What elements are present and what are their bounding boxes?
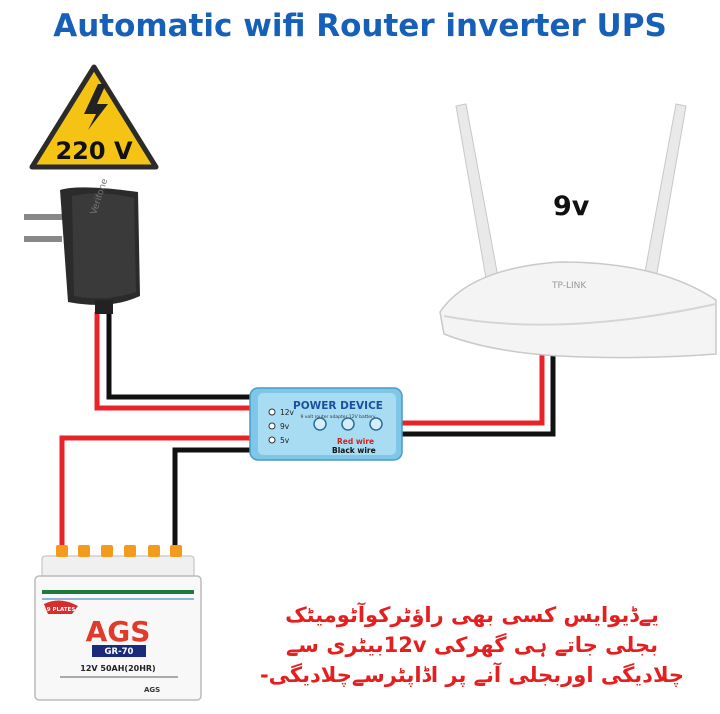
urdu-line: یےڈیوایس کسی بھی راؤٹرکوآٹومیٹک xyxy=(285,603,659,627)
router-red-wire xyxy=(400,348,545,426)
power-adapter-icon: Verifone xyxy=(24,177,140,314)
battery-model: GR-70 xyxy=(105,647,134,657)
wires xyxy=(59,312,556,552)
voltage-option-12v: 12v xyxy=(280,408,295,417)
router-brand-text: TP-LINK xyxy=(551,281,587,291)
router-black-wire xyxy=(400,348,556,437)
device-subtitle: 9 volt router adapter 12V battery xyxy=(300,414,375,420)
urdu-line: بجلی جاتے ہی گھرکی 12vبیٹری سے xyxy=(286,633,658,657)
device-black-wire-label: Black wire xyxy=(332,446,376,455)
battery-footer-logo: AGS xyxy=(144,686,160,694)
battery-brand: AGS xyxy=(86,615,151,648)
adapter-black-wire xyxy=(106,312,252,400)
button-icon xyxy=(313,417,327,431)
button-icon xyxy=(341,417,355,431)
power-device: POWER DEVICE 9 volt router adapter 12V b… xyxy=(249,387,403,461)
urdu-description: یےڈیوایس کسی بھی راؤٹرکوآٹومیٹک بجلی جات… xyxy=(232,600,712,690)
car-battery-icon: 9 PLATES AGS GR-70 12V 50AH(20HR) AGS xyxy=(34,545,202,701)
voltage-option-9v: 9v xyxy=(280,422,290,431)
battery-red-wire xyxy=(59,435,252,552)
battery-black-wire xyxy=(172,447,252,552)
warning-voltage-label: 220 V xyxy=(55,137,132,165)
urdu-line: چلادیگی اوربجلی آنے پر اڈاپٹرسےچلادیگی- xyxy=(259,663,685,687)
voltage-options: 12v 9v 5v xyxy=(268,408,295,445)
adapter-red-wire xyxy=(94,312,252,411)
page-title: Automatic wifi Router inverter UPS xyxy=(53,8,667,44)
device-title: POWER DEVICE xyxy=(293,400,383,412)
device-red-wire-label: Red wire xyxy=(337,437,374,446)
battery-terminal-caps xyxy=(56,545,182,557)
button-icon xyxy=(369,417,383,431)
battery-rating: 12V 50AH(20HR) xyxy=(80,664,155,673)
voltage-option-5v: 5v xyxy=(280,436,290,445)
router-voltage-label: 9v xyxy=(553,191,590,222)
high-voltage-warning-icon: 220 V xyxy=(29,64,159,170)
wifi-router-icon: TP-LINK xyxy=(439,103,717,359)
battery-plates-badge: 9 PLATES xyxy=(47,607,76,613)
